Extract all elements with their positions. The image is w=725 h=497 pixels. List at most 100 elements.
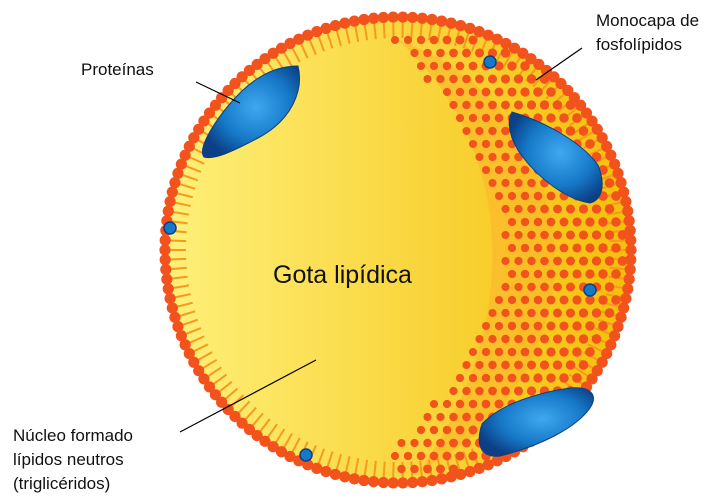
phospholipid-head	[521, 166, 530, 175]
phospholipid-head	[540, 360, 549, 369]
phospholipid-head	[456, 88, 464, 96]
phospholipid-head	[553, 283, 562, 292]
phospholipid-head	[566, 231, 575, 240]
phospholipid-head	[456, 36, 465, 45]
phospholipid-head	[462, 413, 471, 422]
phospholipid-head	[514, 335, 523, 344]
phospholipid-head	[423, 465, 432, 474]
phospholipid-head	[430, 36, 439, 45]
phospholipid-head	[514, 257, 522, 265]
phospholipid-head	[572, 373, 582, 383]
phospholipid-head	[443, 426, 452, 435]
phospholipid-head	[559, 347, 568, 356]
label-core-line-3: (triglicéridos)	[13, 472, 133, 496]
phospholipid-head	[611, 295, 621, 305]
phospholipid-head	[475, 127, 483, 135]
phospholipid-head	[423, 49, 431, 57]
phospholipid-head	[520, 61, 530, 71]
phospholipid-head	[605, 178, 615, 188]
phospholipid-head	[560, 296, 569, 305]
phospholipid-head	[436, 49, 445, 58]
phospholipid-head	[391, 36, 399, 44]
phospholipid-head	[579, 256, 588, 265]
phospholipid-head	[624, 215, 635, 226]
phospholipid-head	[507, 61, 516, 70]
phospholipid-head	[534, 348, 543, 357]
phospholipid-head	[559, 321, 568, 330]
phospholipid-head	[514, 231, 522, 239]
phospholipid-head	[514, 386, 523, 395]
phospholipid-head	[521, 270, 529, 278]
phospholipid-head	[417, 426, 425, 434]
phospholipid-tail	[171, 268, 187, 269]
phospholipid-head	[534, 192, 543, 201]
phospholipid-head	[495, 374, 504, 383]
phospholipid-head	[546, 113, 555, 122]
phospholipid-head	[462, 75, 471, 84]
phospholipid-head	[514, 74, 523, 83]
phospholipid-head	[410, 49, 418, 57]
phospholipid-head	[572, 243, 581, 252]
phospholipid-head	[462, 49, 471, 58]
phospholipid-head	[417, 452, 426, 461]
phospholipid-head	[521, 348, 530, 357]
phospholipid-head	[482, 348, 490, 356]
phospholipid-tail	[170, 259, 186, 260]
phospholipid-head	[527, 257, 535, 265]
phospholipid-head	[169, 312, 180, 323]
phospholipid-head	[605, 308, 615, 318]
phospholipid-head	[468, 35, 477, 44]
phospholipid-head	[540, 283, 549, 292]
phospholipid-head	[508, 270, 516, 278]
phospholipid-head	[618, 302, 629, 313]
phospholipid-head	[579, 308, 588, 317]
phospholipid-head	[501, 153, 509, 161]
phospholipid-head	[553, 309, 562, 318]
phospholipid-head	[572, 347, 581, 356]
phospholipid-head	[611, 191, 621, 201]
phospholipid-head	[462, 439, 471, 448]
phospholipid-head	[436, 75, 444, 83]
phospholipid-head	[469, 62, 478, 71]
phospholipid-head	[592, 204, 601, 213]
phospholipid-head	[455, 451, 464, 460]
phospholipid-head	[527, 100, 536, 109]
phospholipid-head	[553, 334, 562, 343]
phospholipid-head	[598, 295, 607, 304]
phospholipid-head	[618, 230, 628, 240]
phospholipid-head	[407, 12, 418, 23]
phospholipid-tail	[609, 268, 625, 269]
phospholipid-head	[508, 218, 516, 226]
phospholipid-head	[417, 62, 425, 70]
phospholipid-head	[547, 322, 556, 331]
phospholipid-head	[391, 452, 399, 460]
small-protein	[164, 222, 176, 234]
small-protein	[584, 284, 596, 296]
phospholipid-head	[430, 452, 439, 461]
phospholipid-head	[527, 179, 536, 188]
phospholipid-head	[566, 100, 576, 110]
phospholipid-head	[534, 244, 543, 253]
phospholipid-head	[469, 374, 477, 382]
phospholipid-head	[546, 347, 555, 356]
phospholipid-head	[553, 231, 562, 240]
phospholipid-head	[527, 361, 536, 370]
phospholipid-head	[426, 14, 437, 25]
phospholipid-head	[475, 335, 483, 343]
phospholipid-head	[358, 475, 369, 486]
phospholipid-head	[417, 476, 428, 487]
phospholipid-head	[553, 205, 562, 214]
label-monolayer-line-1: Monocapa de	[596, 9, 699, 33]
phospholipid-head	[508, 192, 516, 200]
phospholipid-head	[488, 309, 496, 317]
phospholipid-head	[598, 217, 607, 226]
phospholipid-head	[410, 465, 419, 474]
phospholipid-head	[508, 296, 516, 304]
phospholipid-head	[501, 74, 510, 83]
phospholipid-head	[482, 140, 490, 148]
phospholipid-head	[423, 75, 431, 83]
phospholipid-head	[566, 126, 575, 135]
phospholipid-head	[449, 387, 457, 395]
phospholipid-head	[488, 361, 496, 369]
phospholipid-head	[482, 88, 491, 97]
